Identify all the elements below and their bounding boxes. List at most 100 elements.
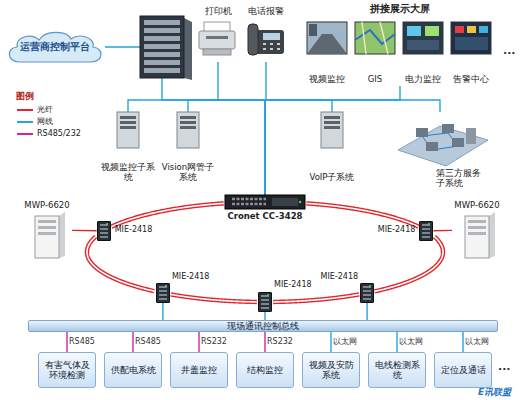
- fiber-gap: [273, 294, 359, 302]
- node-label: 供配电系统: [111, 365, 156, 375]
- server-node: Vision网管子系统: [160, 112, 216, 182]
- connector-line: [265, 86, 400, 195]
- printer-icon: [206, 36, 228, 39]
- connector-line: [330, 332, 331, 352]
- server-rack: [144, 28, 180, 33]
- switch-face: [98, 222, 110, 240]
- video-screen: [307, 22, 347, 54]
- core-switch-node: Cronet CC-3428: [225, 195, 305, 209]
- legend-line: [17, 109, 33, 111]
- connector-line: [162, 303, 163, 320]
- port-row: [159, 286, 167, 288]
- link-type-label: RS232: [201, 337, 227, 346]
- power-screen: [425, 26, 439, 36]
- connector-line: [128, 100, 265, 195]
- phone-icon: [248, 24, 258, 55]
- port-row: [363, 286, 371, 288]
- server-rack: [140, 16, 184, 78]
- mwp-cabinet: [468, 226, 486, 229]
- printer-node: 打印机: [196, 6, 240, 62]
- connector-line: [66, 332, 67, 352]
- server-tower: [120, 121, 136, 124]
- link-type-label: 以太网: [465, 337, 489, 346]
- core-switch: [299, 201, 301, 203]
- phone-icon: [270, 48, 273, 50]
- port-row: [159, 294, 167, 296]
- connector-line: [264, 332, 265, 352]
- server-rack: [144, 36, 180, 41]
- node-label: 第三方服务子系统: [436, 168, 488, 188]
- node-label: 现场通讯控制总线: [227, 321, 299, 331]
- connector-line: [72, 230, 97, 232]
- screen-tile: 告警中心: [448, 22, 494, 84]
- port-row: [100, 232, 108, 234]
- switch-face: [259, 293, 271, 311]
- switch-face: [420, 222, 432, 240]
- third-party-network: [466, 128, 476, 144]
- port-row: [159, 290, 167, 292]
- server-rack: [184, 18, 192, 80]
- alarm-screen: [467, 26, 476, 33]
- power-screen: [407, 40, 439, 50]
- third-party-network: [452, 138, 464, 147]
- power-screen: [403, 22, 443, 54]
- link-type-label: RS485: [135, 337, 161, 346]
- mwp-cabinet: [489, 212, 495, 258]
- node-label: MIE-2418: [172, 272, 210, 282]
- ring-switch: MIE-2418: [360, 283, 374, 303]
- server-tower: [324, 116, 340, 119]
- legend-line-sample: [16, 106, 34, 114]
- link-type-label: RS232: [267, 337, 293, 346]
- mwp-node: MWP-6620: [22, 200, 72, 260]
- port-row: [422, 236, 430, 238]
- server-rack: [144, 20, 180, 25]
- legend-line: [17, 121, 33, 123]
- legend-row: 网线: [16, 116, 53, 127]
- node-label: 井盖监控: [181, 365, 217, 375]
- subsystem-box: 有害气体及环境检测: [38, 352, 96, 388]
- server-tower: [180, 116, 196, 119]
- fiber-ring-link: [171, 294, 257, 302]
- legend: 光纤网线RS485/232: [16, 104, 96, 144]
- port-row: [261, 307, 269, 309]
- mwp-cabinet: [465, 216, 489, 258]
- video-screen: [309, 24, 317, 36]
- server-node: 视频监控子系统: [100, 112, 156, 182]
- server-tower: [321, 112, 343, 148]
- connector-line: [433, 230, 452, 232]
- node-label: 运营商控制平台: [20, 42, 90, 52]
- alarm-screen: [455, 37, 488, 50]
- server-tower: [117, 112, 343, 148]
- legend-line: [17, 133, 33, 135]
- ellipsis: ...: [503, 46, 516, 55]
- connector-line: [264, 312, 265, 320]
- connector-line: [188, 100, 265, 195]
- phone-icon: [277, 43, 280, 45]
- fiber-ring-link: [306, 203, 418, 226]
- connector-line: [396, 332, 397, 352]
- node-label: 打印机: [205, 6, 232, 16]
- legend-row: 光纤: [16, 104, 53, 115]
- fiber-gap: [87, 237, 154, 292]
- phone-node: 电话报警: [244, 6, 288, 62]
- third-party-network: [416, 128, 428, 137]
- port-row: [363, 290, 371, 292]
- ellipsis: ...: [498, 362, 511, 371]
- mwp-cabinet: [35, 216, 59, 258]
- node-label: GIS: [368, 74, 383, 84]
- gis-screen: [355, 30, 395, 44]
- server-tower: [324, 121, 340, 124]
- mwp-node: MWP-6620: [452, 200, 502, 260]
- link-type-label: RS485: [69, 337, 95, 346]
- legend-text: 光纤: [37, 105, 53, 115]
- phone-icon: [277, 48, 280, 50]
- subsystem-box: 定位及通话: [434, 352, 492, 388]
- node-label: 视频监控子系统: [100, 162, 156, 182]
- legend-line-sample: [16, 118, 34, 126]
- status-led: [165, 285, 167, 287]
- third-party-network: [398, 124, 488, 166]
- mwp-cabinet: [59, 212, 65, 258]
- video-screen: [307, 34, 347, 54]
- mwp-cabinet: [38, 226, 56, 229]
- server-tower: [120, 116, 136, 119]
